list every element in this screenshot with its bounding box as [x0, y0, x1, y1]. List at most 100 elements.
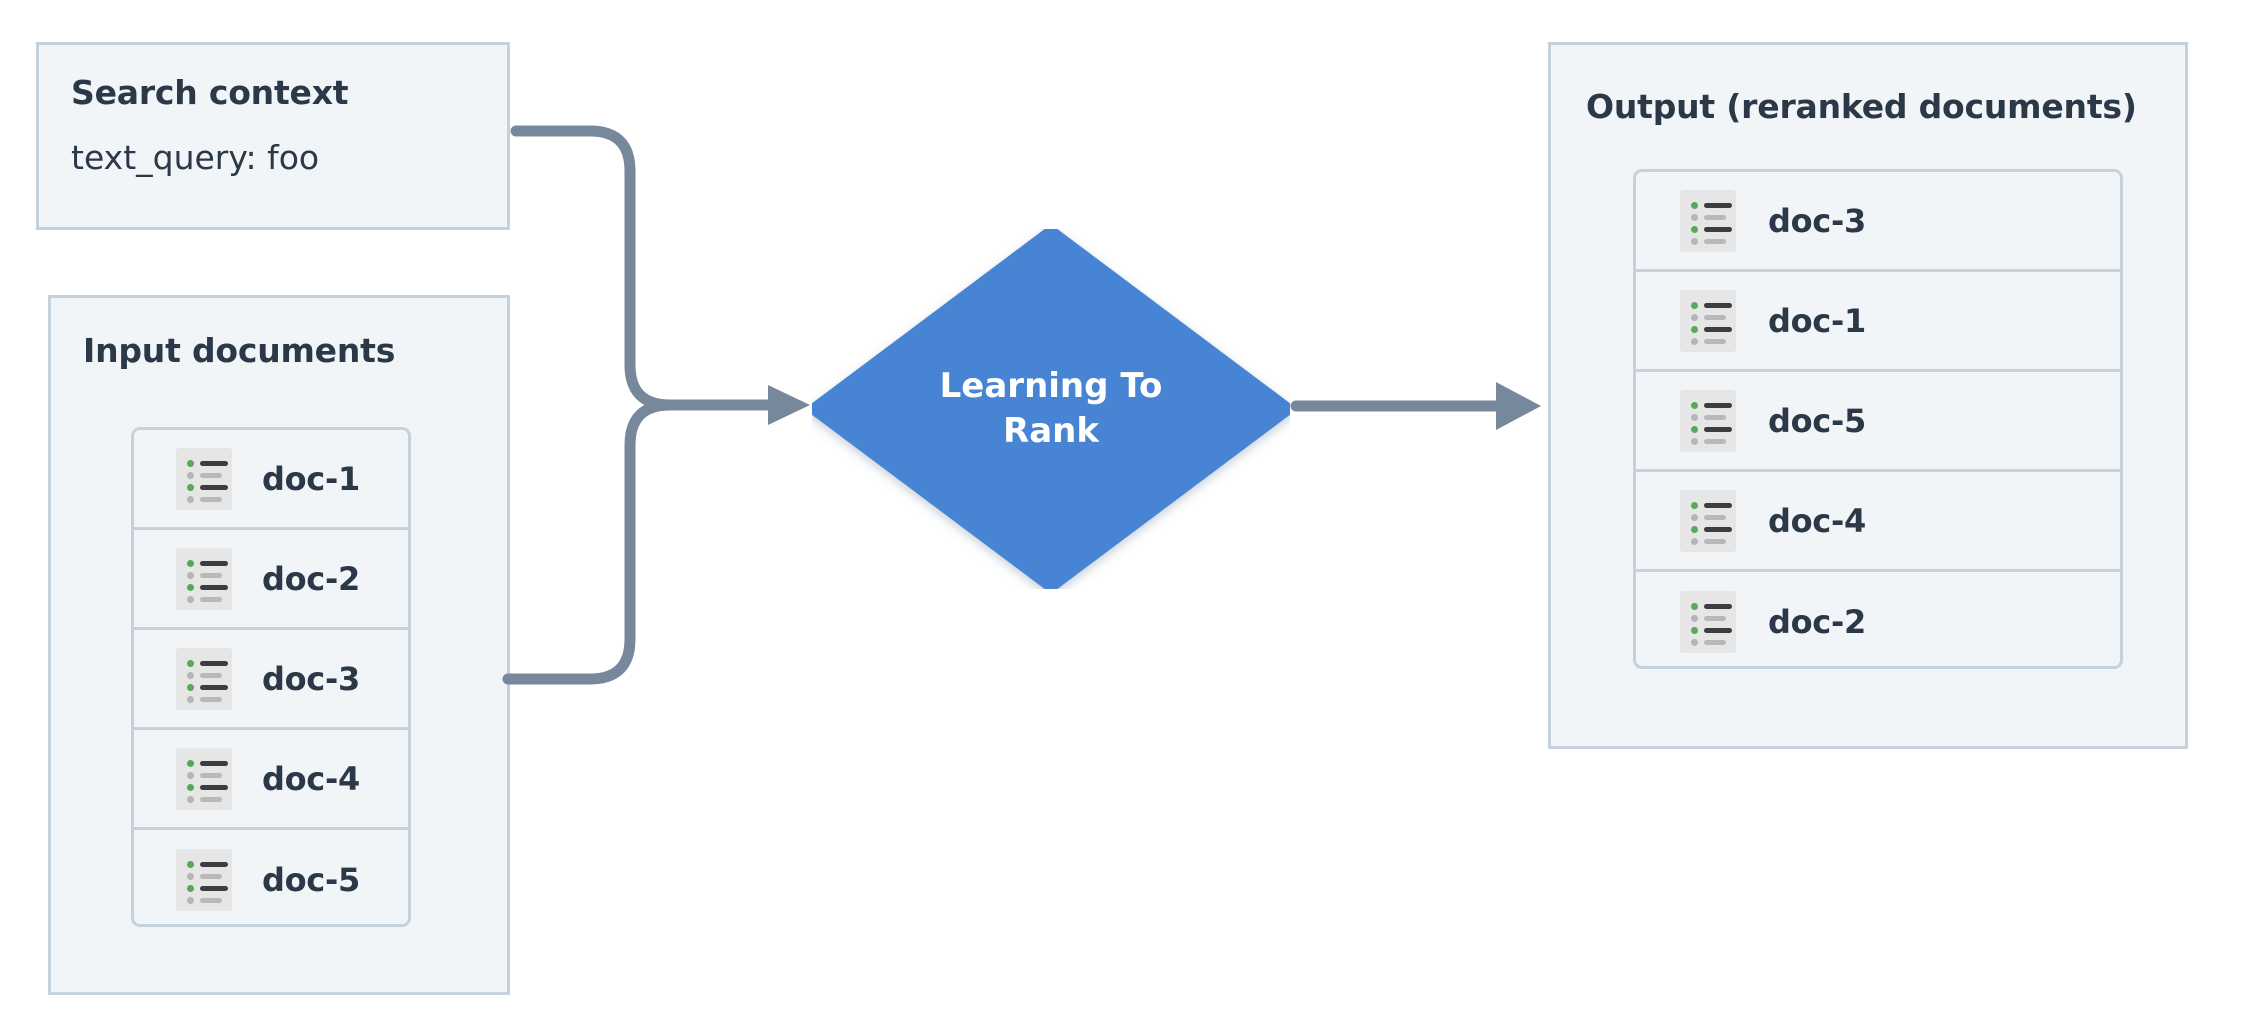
document-list-icon — [1680, 289, 1736, 352]
icon-line-1 — [1704, 302, 1732, 308]
document-list-icon — [1680, 489, 1736, 552]
icon-bullet-1 — [1691, 201, 1698, 209]
icon-bullet-2 — [1691, 213, 1698, 221]
doc-row[interactable]: doc-4 — [134, 730, 408, 830]
icon-bullet-3 — [1691, 525, 1698, 533]
icon-line-2 — [1704, 314, 1726, 320]
icon-bullet-3 — [1691, 325, 1698, 333]
doc-label: doc-3 — [262, 659, 360, 698]
search-context-title: Search context — [71, 73, 349, 112]
document-list-icon — [1680, 389, 1736, 452]
doc-label: doc-2 — [262, 559, 360, 598]
icon-bullet-4 — [1691, 639, 1698, 646]
doc-row[interactable]: doc-3 — [1636, 172, 2120, 272]
icon-line-2 — [200, 672, 222, 678]
document-list-icon — [1680, 591, 1736, 653]
icon-line-4 — [1704, 640, 1726, 645]
icon-line-2 — [1704, 514, 1726, 520]
output-documents-list: doc-3 doc-1 doc-5 doc-4 doc-2 — [1633, 169, 2123, 669]
icon-line-3 — [1704, 326, 1732, 332]
icon-bullet-1 — [1691, 501, 1698, 509]
doc-label: doc-5 — [1768, 401, 1866, 440]
icon-line-4 — [1704, 438, 1726, 444]
connector-search-context-to-ltr — [510, 125, 676, 411]
icon-line-1 — [1704, 402, 1732, 408]
icon-bullet-2 — [1691, 413, 1698, 421]
icon-line-2 — [1704, 616, 1726, 621]
icon-line-1 — [200, 862, 228, 867]
icon-bullet-2 — [1691, 313, 1698, 321]
icon-line-2 — [200, 772, 222, 778]
icon-line-1 — [1704, 202, 1732, 208]
icon-line-3 — [1704, 226, 1732, 232]
doc-label: doc-5 — [262, 861, 360, 899]
diamond-shape — [809, 226, 1293, 592]
icon-line-3 — [1704, 426, 1732, 432]
learning-to-rank-node[interactable]: Learning To Rank — [809, 226, 1293, 592]
doc-label: doc-4 — [1768, 501, 1866, 540]
icon-line-2 — [1704, 214, 1726, 220]
doc-row[interactable]: doc-3 — [134, 630, 408, 730]
doc-label: doc-4 — [262, 759, 360, 798]
icon-bullet-2 — [187, 571, 194, 579]
icon-bullet-1 — [187, 659, 194, 667]
doc-label: doc-2 — [1768, 603, 1866, 641]
icon-line-1 — [200, 760, 228, 766]
document-list-icon — [176, 547, 232, 610]
icon-bullet-4 — [187, 495, 194, 503]
icon-bullet-4 — [187, 695, 194, 703]
icon-bullet-3 — [187, 683, 194, 691]
doc-row[interactable]: doc-2 — [134, 530, 408, 630]
doc-row[interactable]: doc-1 — [134, 430, 408, 530]
icon-bullet-2 — [187, 771, 194, 779]
icon-line-4 — [200, 696, 222, 702]
doc-label: doc-1 — [262, 459, 360, 498]
icon-bullet-1 — [187, 459, 194, 467]
icon-bullet-3 — [187, 783, 194, 791]
doc-row[interactable]: doc-5 — [134, 830, 408, 924]
icon-line-2 — [200, 572, 222, 578]
icon-bullet-2 — [187, 873, 194, 880]
doc-row[interactable]: doc-5 — [1636, 372, 2120, 472]
output-documents-title: Output (reranked documents) — [1586, 87, 2137, 126]
document-list-icon — [176, 747, 232, 810]
icon-line-3 — [200, 784, 228, 790]
document-list-icon — [176, 447, 232, 510]
icon-bullet-3 — [187, 885, 194, 892]
icon-bullet-2 — [187, 471, 194, 479]
arrowhead-into-ltr — [768, 385, 810, 425]
icon-line-1 — [1704, 604, 1732, 609]
input-documents-list: doc-1 doc-2 doc-3 doc-4 doc-5 — [131, 427, 411, 927]
icon-bullet-2 — [1691, 513, 1698, 521]
icon-bullet-4 — [187, 595, 194, 603]
icon-line-1 — [1704, 502, 1732, 508]
document-list-icon — [176, 647, 232, 710]
icon-line-4 — [1704, 338, 1726, 344]
doc-row[interactable]: doc-1 — [1636, 272, 2120, 372]
arrowhead-into-output — [1496, 382, 1541, 430]
icon-bullet-1 — [1691, 301, 1698, 309]
doc-label: doc-3 — [1768, 201, 1866, 240]
icon-bullet-3 — [1691, 627, 1698, 634]
icon-bullet-1 — [187, 559, 194, 567]
icon-bullet-1 — [187, 759, 194, 767]
icon-line-3 — [1704, 526, 1732, 532]
search-context-panel: Search context text_query: foo — [36, 42, 510, 230]
doc-row[interactable]: doc-2 — [1636, 572, 2120, 666]
icon-bullet-4 — [187, 795, 194, 803]
icon-line-2 — [200, 472, 222, 478]
icon-line-3 — [200, 484, 228, 490]
icon-line-4 — [1704, 538, 1726, 544]
input-documents-title: Input documents — [83, 331, 396, 370]
icon-line-4 — [1704, 238, 1726, 244]
icon-line-1 — [200, 460, 228, 466]
doc-row[interactable]: doc-4 — [1636, 472, 2120, 572]
icon-bullet-1 — [1691, 603, 1698, 610]
icon-bullet-4 — [1691, 337, 1698, 345]
icon-bullet-4 — [1691, 437, 1698, 445]
connector-input-documents-to-ltr — [502, 399, 676, 685]
icon-line-4 — [200, 898, 222, 903]
icon-line-2 — [1704, 414, 1726, 420]
